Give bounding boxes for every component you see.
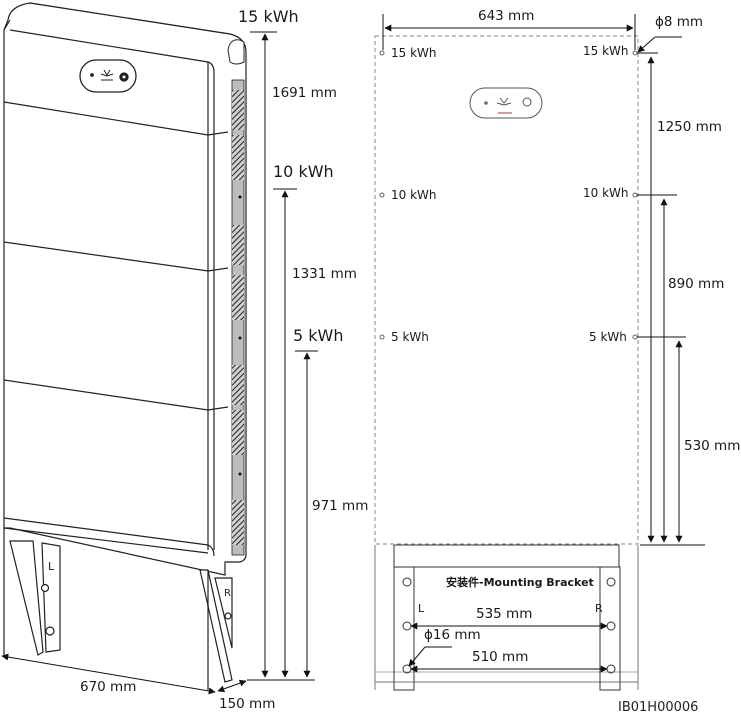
left-hole-5kwh: 5 kWh xyxy=(391,330,429,344)
front-hole-layout xyxy=(374,35,639,545)
level-label-5kwh: 5 kWh xyxy=(293,326,344,345)
left-hole-15kwh: 15 kWh xyxy=(391,46,437,60)
height-label-1331: 1331 mm xyxy=(292,266,357,282)
level-label-15kwh: 15 kWh xyxy=(238,7,299,26)
figure-id: IB01H00006 xyxy=(618,700,699,715)
right-hole-10kwh: 10 kWh xyxy=(583,186,629,200)
svg-text:L: L xyxy=(48,560,55,573)
svg-text:R: R xyxy=(224,588,231,599)
mounting-bracket-front xyxy=(374,544,639,691)
bracket-spacing-510: 510 mm xyxy=(472,649,529,665)
bracket-spacing-535: 535 mm xyxy=(476,606,533,622)
height-label-1691: 1691 mm xyxy=(272,85,337,101)
left-hole-10kwh: 10 kWh xyxy=(391,188,437,202)
left-dimensions xyxy=(1,31,318,695)
bracket-legs-perspective: L R xyxy=(3,528,233,690)
width-label-670: 670 mm xyxy=(80,679,137,695)
bracket-right-mark: R xyxy=(595,602,603,615)
right-dimensions xyxy=(382,14,705,546)
hole-height-890: 890 mm xyxy=(668,276,725,292)
level-label-10kwh: 10 kWh xyxy=(273,162,334,181)
right-hole-5kwh: 5 kWh xyxy=(589,330,627,344)
hole-height-530: 530 mm xyxy=(684,438,741,454)
battery-perspective-view xyxy=(3,2,247,576)
battery-side-vents xyxy=(227,39,245,556)
indicator-panel xyxy=(79,59,137,93)
bracket-title: 安装件-Mounting Bracket xyxy=(446,576,594,589)
hole-diameter-phi8: ϕ8 mm xyxy=(655,14,704,30)
bracket-left-mark: L xyxy=(418,602,425,615)
depth-label-150: 150 mm xyxy=(219,696,276,712)
hole-height-1250: 1250 mm xyxy=(657,119,722,135)
height-label-971: 971 mm xyxy=(312,498,369,514)
bracket-hole-phi16: ϕ16 mm xyxy=(424,627,481,643)
hole-spacing-643: 643 mm xyxy=(478,8,535,24)
right-hole-15kwh: 15 kWh xyxy=(583,44,629,58)
